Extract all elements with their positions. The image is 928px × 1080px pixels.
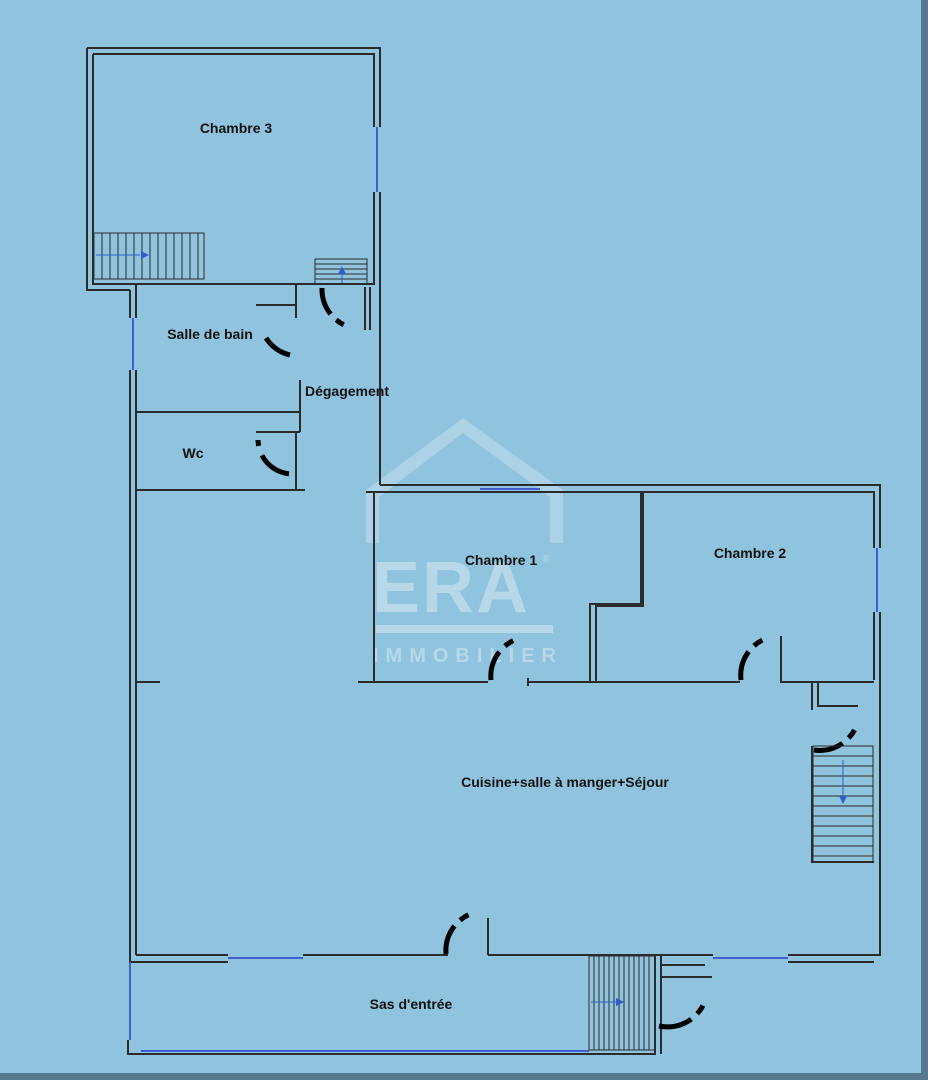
stairs-degagement — [314, 258, 368, 285]
watermark-brand: ERA — [372, 548, 530, 628]
stairs-sas — [588, 955, 656, 1051]
windows — [129, 127, 878, 1052]
label-salle-de-bain: Salle de bain — [167, 326, 253, 342]
label-chambre-3: Chambre 3 — [200, 120, 273, 136]
door-chambre-2 — [738, 634, 771, 681]
door-entree — [658, 1000, 708, 1030]
label-sejour: Cuisine+salle à manger+Séjour — [461, 774, 669, 790]
door-sejour — [443, 909, 477, 955]
walls — [86, 47, 881, 1055]
watermark-registered: ® — [542, 554, 550, 565]
doors — [255, 287, 861, 1030]
room-labels: Chambre 3 Salle de bain Dégagement Wc Ch… — [167, 120, 786, 1012]
image-frame-right — [921, 0, 928, 1080]
stairs-chambre-3 — [93, 232, 205, 280]
label-sas-entree: Sas d'entrée — [370, 996, 453, 1012]
image-frame-bottom — [0, 1073, 928, 1080]
door-escalier — [813, 721, 861, 753]
watermark-bar — [376, 625, 553, 633]
stairs-sejour — [812, 745, 874, 863]
door-wc — [255, 439, 297, 477]
door-salle-de-bain — [263, 336, 297, 359]
watermark-sub: IMMOBILIER — [373, 645, 563, 667]
label-chambre-2: Chambre 2 — [714, 545, 787, 561]
label-degagement: Dégagement — [305, 383, 389, 399]
label-wc: Wc — [183, 445, 204, 461]
door-chambre-1 — [488, 635, 521, 681]
door-chambre-3 — [319, 287, 353, 331]
watermark-house-icon — [366, 418, 563, 543]
era-watermark: ERA ® IMMOBILIER — [366, 418, 563, 667]
label-chambre-1: Chambre 1 — [465, 552, 538, 568]
